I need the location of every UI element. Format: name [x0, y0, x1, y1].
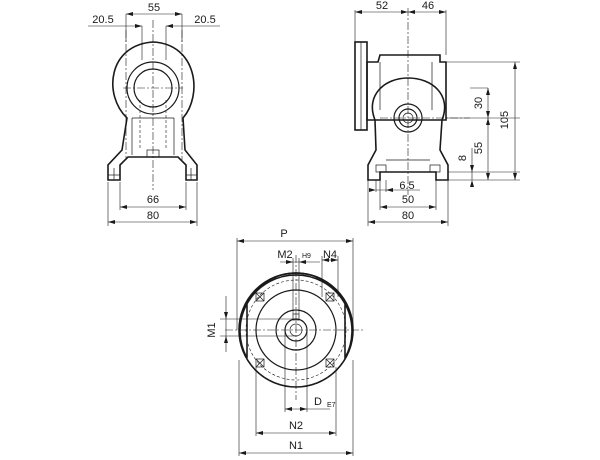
front-view: 55 20.5 20.5 66 80 [88, 2, 220, 226]
flange-label-d: D [314, 396, 322, 408]
front-dim-top-total: 55 [148, 2, 160, 14]
flange-label-n2: N2 [289, 420, 303, 432]
side-view: 52 46 30 105 55 8 6.5 [354, 0, 520, 226]
flange-label-p: P [280, 228, 287, 240]
flange-label-m1: M1 [206, 322, 218, 337]
side-dim-top-right: 46 [422, 0, 434, 12]
flange-label-m2: M2 [277, 249, 292, 261]
side-dim-right-mid: 55 [473, 142, 485, 154]
side-dim-bottom-total: 80 [402, 210, 414, 222]
front-dim-top-left: 20.5 [92, 14, 113, 26]
flange-label-n1: N1 [289, 440, 303, 452]
flange-bolt-holes [255, 292, 335, 368]
side-dim-bottom-mid: 50 [402, 194, 414, 206]
front-view-body [107, 41, 198, 181]
side-dim-top-left: 52 [376, 0, 388, 12]
front-dim-bottom-inner: 66 [147, 194, 159, 206]
flange-view: P M2 H9 N4 M1 D E7 [206, 228, 365, 456]
flange-label-d-tol: E7 [327, 402, 336, 409]
side-dim-bottom-small: 6.5 [399, 180, 414, 192]
front-dim-top-right: 20.5 [194, 14, 215, 26]
side-dim-right-small: 30 [473, 97, 485, 109]
flange-label-m2-tol: H9 [302, 253, 311, 260]
flange-label-n4: N4 [323, 249, 337, 261]
front-dim-bottom-outer: 80 [147, 210, 159, 222]
side-dim-right-total: 105 [499, 111, 511, 129]
side-dim-right-base: 8 [457, 155, 469, 161]
